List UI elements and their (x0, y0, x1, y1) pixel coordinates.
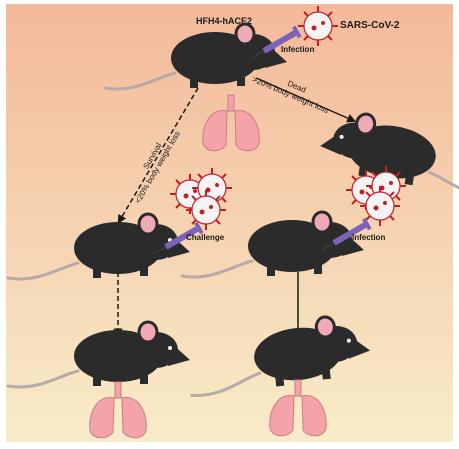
virus-challenge-3 (185, 189, 227, 231)
virus-top (297, 5, 339, 47)
strain-label: HFH4-hACE2 (196, 16, 252, 26)
virus-label: SARS-CoV-2 (340, 20, 400, 31)
challenge-label: Challenge (186, 233, 225, 242)
infection-right-label: Infection (352, 233, 385, 242)
arrow-dead (255, 77, 357, 123)
arrow-survival (117, 87, 199, 224)
infection-top-label: Infection (281, 45, 314, 54)
